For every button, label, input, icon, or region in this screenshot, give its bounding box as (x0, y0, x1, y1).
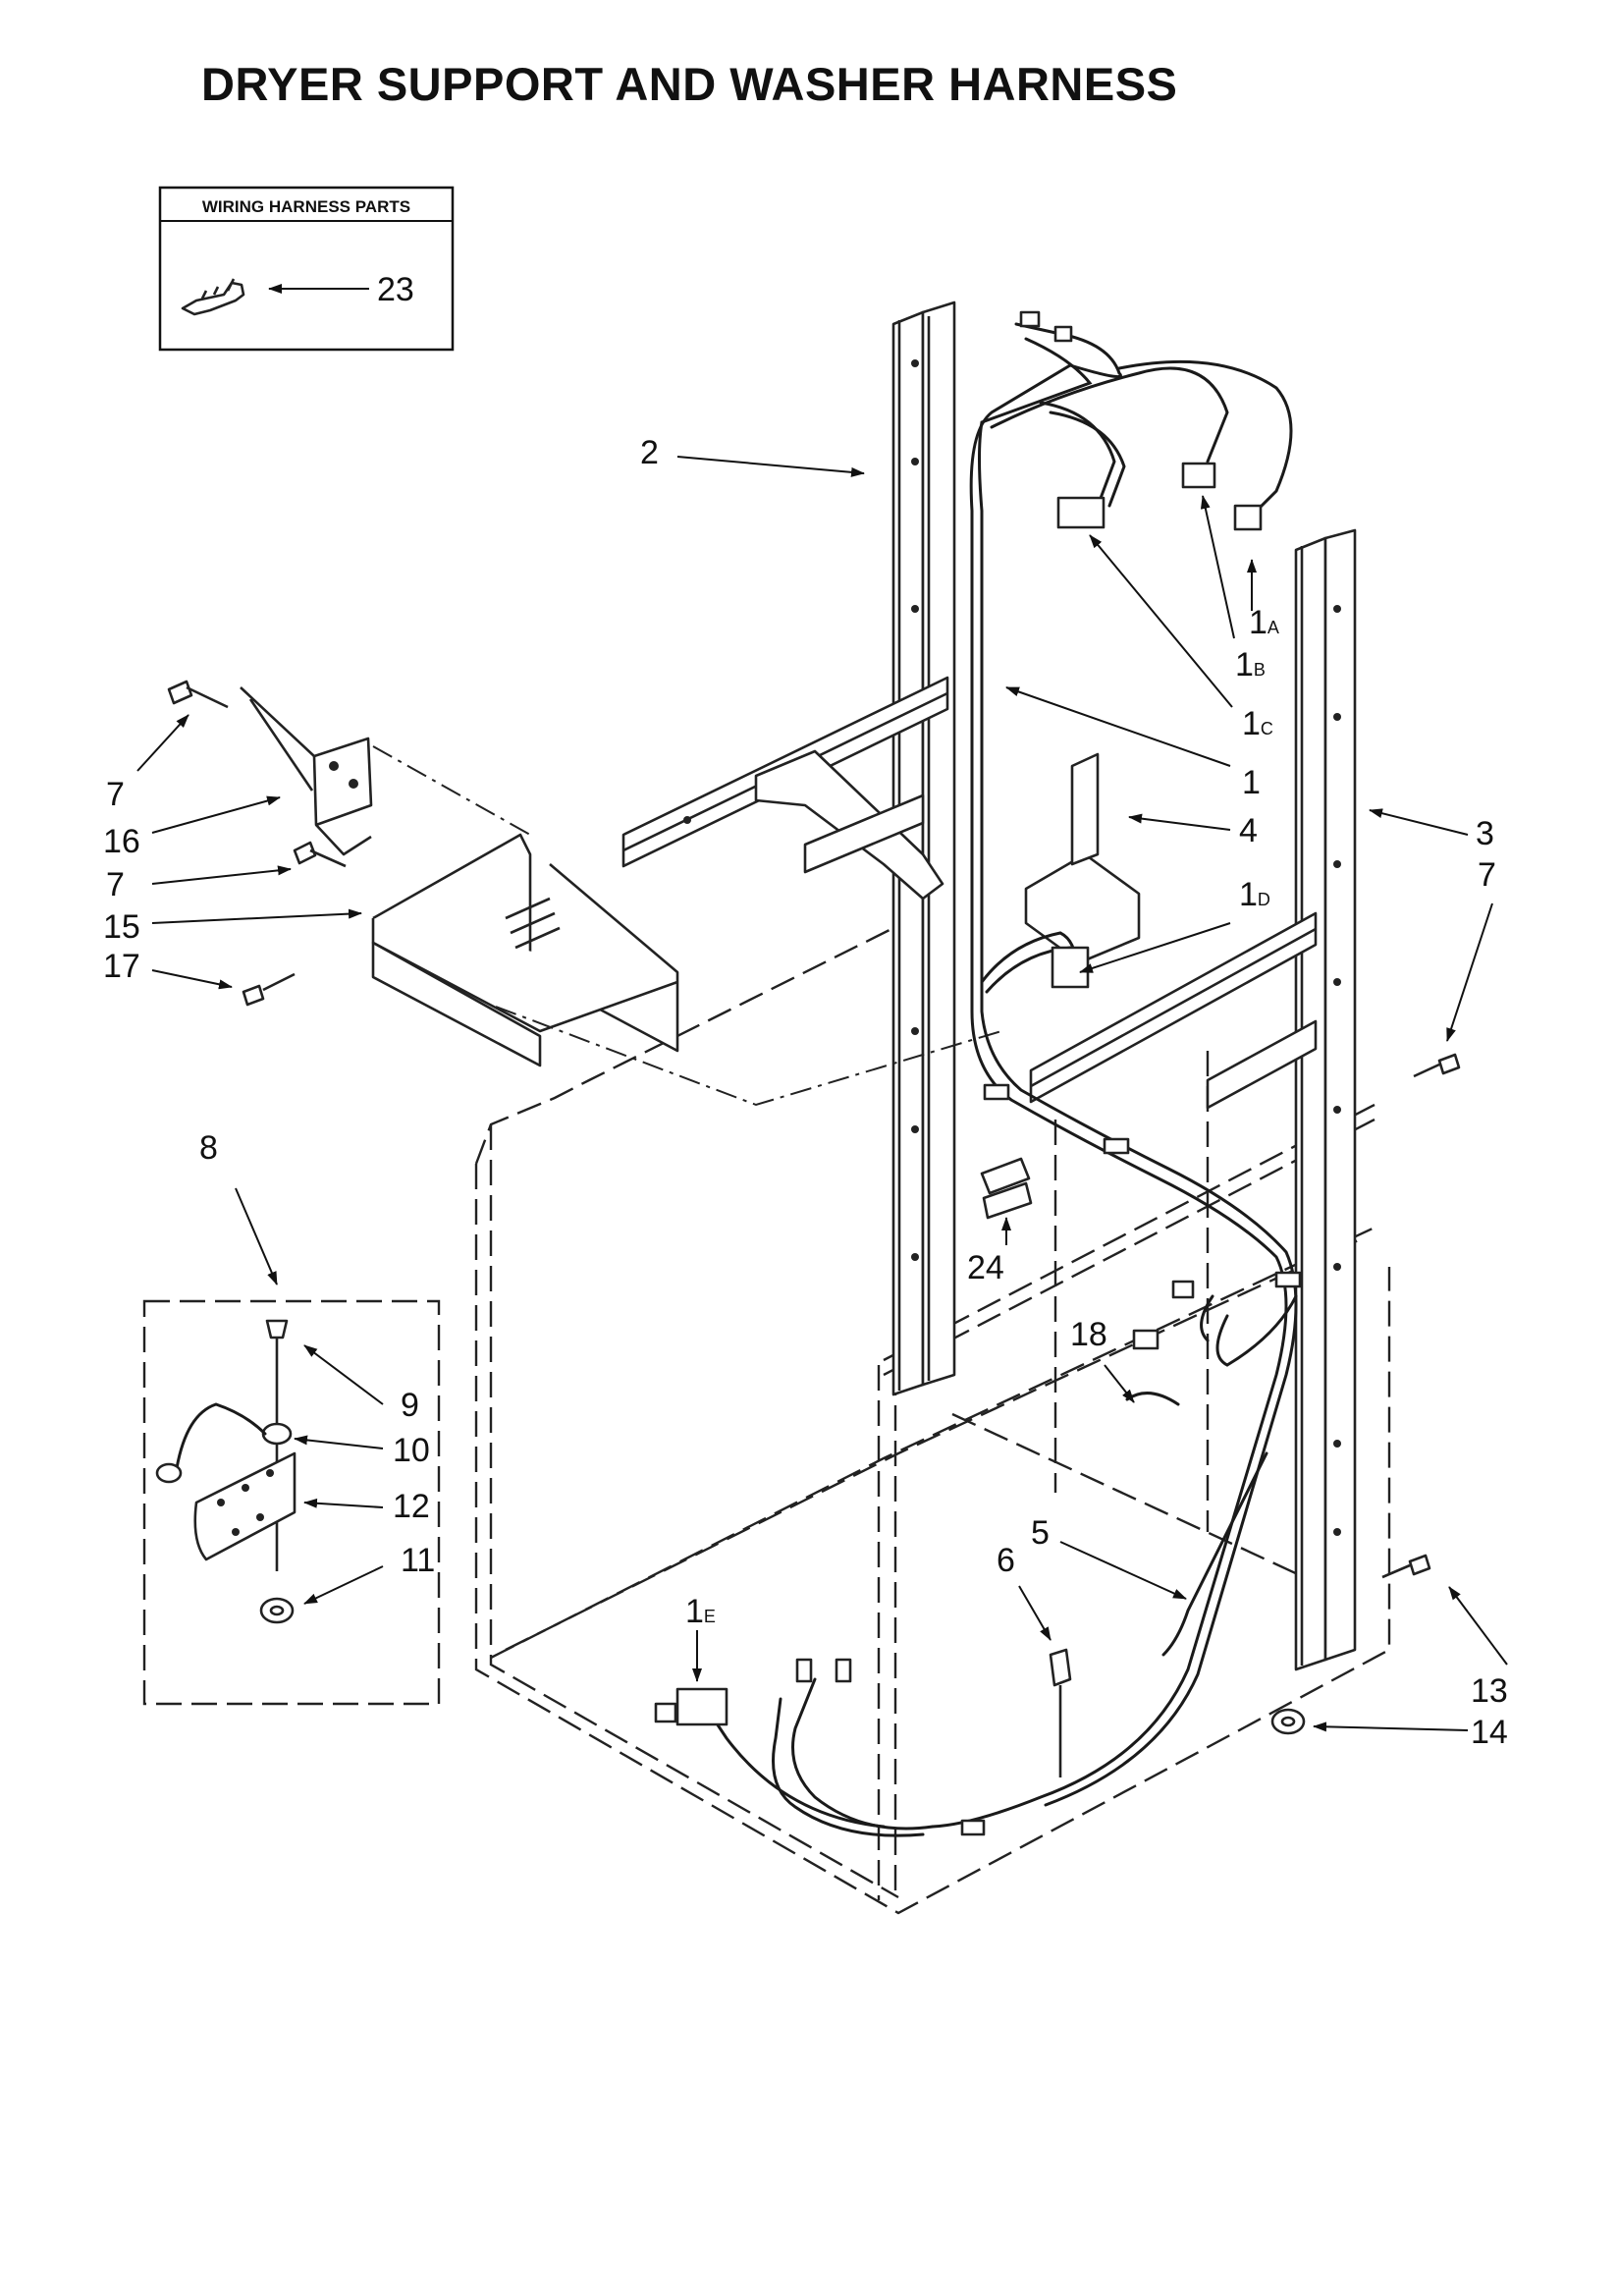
terminal-connector-part (181, 278, 245, 316)
callout-2: 2 (640, 434, 659, 471)
callout-11: 11 (401, 1542, 435, 1579)
callout-1e: 1E (685, 1593, 716, 1630)
callout-1c: 1C (1242, 705, 1273, 742)
callout-1d: 1D (1239, 876, 1270, 913)
callout-10: 10 (393, 1432, 430, 1469)
wiring-harness (654, 310, 1302, 1837)
callout-6: 6 (997, 1542, 1015, 1579)
callout-15: 15 (103, 908, 140, 946)
callout-12: 12 (393, 1488, 430, 1525)
callout-3: 3 (1476, 815, 1494, 852)
cabinet-outline (474, 916, 1391, 1915)
mounting-bracket-assembly (240, 686, 1002, 1107)
callout-1a: 1A (1249, 604, 1279, 641)
callout-7-middle: 7 (106, 866, 125, 903)
bracket-part (1024, 752, 1141, 964)
callout-4: 4 (1239, 812, 1258, 849)
callout-9: 9 (401, 1387, 419, 1424)
callout-16: 16 (103, 823, 140, 860)
callout-leaders (136, 456, 1508, 1732)
callout-23: 23 (377, 271, 414, 308)
callout-labels: 2 1A 1B 1C 1 4 3 7 7 16 7 15 17 1D 8 9 1… (103, 434, 1508, 1751)
callout-13: 13 (1471, 1672, 1508, 1710)
callout-17: 17 (103, 948, 140, 985)
wiring-harness-parts-inset: WIRING HARNESS PARTS 23 (158, 186, 455, 352)
callout-24: 24 (967, 1249, 1004, 1286)
screws (167, 680, 1461, 1735)
inset-title: WIRING HARNESS PARTS (202, 197, 410, 216)
callout-18: 18 (1070, 1316, 1107, 1353)
callout-5: 5 (1031, 1514, 1050, 1552)
callout-1b: 1B (1235, 646, 1266, 683)
callout-1: 1 (1242, 764, 1261, 801)
right-support-upright (1294, 528, 1357, 1671)
ground-strap-kit (142, 1299, 441, 1706)
callout-7-upper: 7 (106, 776, 125, 813)
callout-7-right: 7 (1478, 856, 1496, 894)
page-title: DRYER SUPPORT AND WASHER HARNESS (201, 58, 1178, 110)
callout-14: 14 (1471, 1714, 1508, 1751)
callout-8: 8 (199, 1129, 218, 1167)
left-support-upright (891, 301, 956, 1396)
cross-rails (621, 676, 1318, 1110)
